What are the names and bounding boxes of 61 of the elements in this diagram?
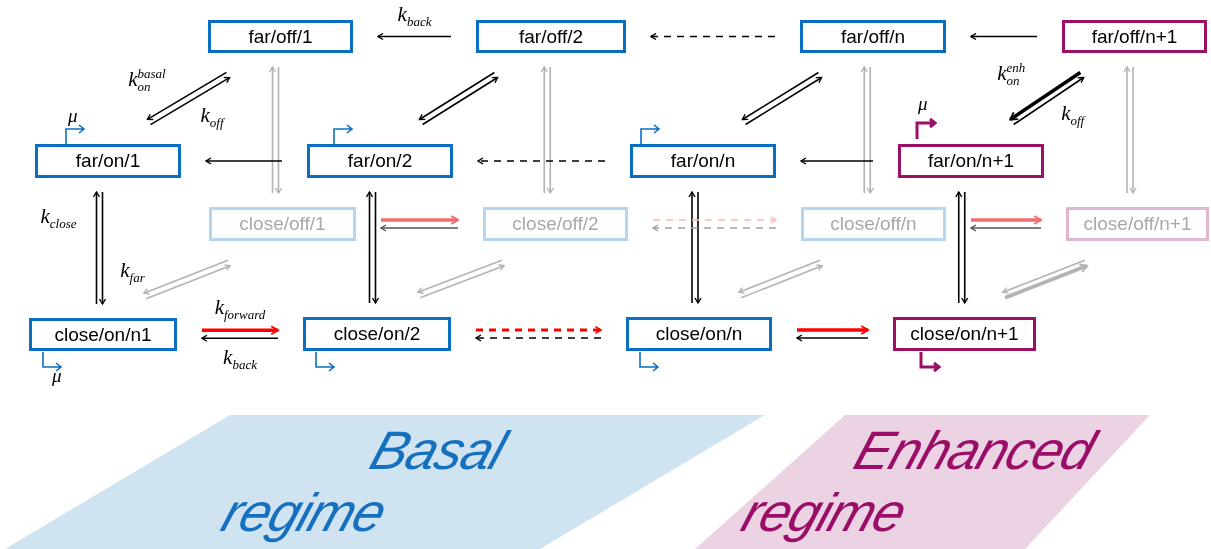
arrow	[955, 191, 963, 304]
state-box: close/off/n+1	[1066, 207, 1209, 241]
arrow	[652, 224, 777, 232]
state-box: close/on/n1	[29, 318, 177, 351]
arrow	[205, 157, 283, 165]
arrow	[860, 66, 868, 194]
state-box: far/on/n	[630, 144, 776, 178]
arrow	[475, 334, 602, 342]
state-box: far/on/2	[307, 144, 453, 178]
rate-symbol: μ	[52, 366, 62, 385]
state-box: close/on/n	[626, 317, 772, 351]
arrow	[268, 66, 277, 194]
arrow	[971, 215, 1042, 225]
arrow	[866, 66, 874, 194]
arrow	[476, 325, 602, 335]
arrow	[371, 191, 380, 304]
arrow	[1002, 259, 1086, 294]
arrow	[796, 334, 869, 342]
state-box: close/on/n+1	[893, 317, 1036, 351]
state-box: far/on/n+1	[898, 144, 1044, 178]
state-box: close/off/1	[209, 207, 356, 241]
state-box: far/off/n+1	[1062, 20, 1207, 53]
arrow	[201, 334, 279, 342]
arrow	[1004, 263, 1089, 300]
regime-label: Basal regime	[214, 419, 514, 543]
arrow	[650, 32, 776, 41]
arrow	[688, 191, 696, 304]
arrow	[1123, 66, 1131, 194]
arrow	[477, 157, 606, 165]
regime-label: Enhanced regime	[734, 419, 1104, 543]
rate-symbol: μ	[918, 94, 928, 113]
state-box: close/off/n	[801, 207, 946, 241]
arrow	[970, 224, 1042, 232]
regime-band	[695, 415, 1150, 549]
arrow	[1129, 66, 1137, 194]
arrow	[694, 191, 702, 304]
arrow	[546, 66, 554, 194]
arrow	[98, 191, 107, 305]
state-box: close/on/2	[303, 317, 451, 351]
arrow	[365, 191, 374, 304]
arrow	[961, 191, 969, 304]
arrow	[274, 66, 283, 194]
rate-symbol: μ	[68, 106, 78, 125]
rate-label: k$_{off}$	[199, 105, 225, 130]
state-box: far/on/1	[35, 144, 181, 178]
arrow	[380, 224, 459, 232]
arrow	[970, 32, 1038, 41]
arrow	[540, 66, 548, 194]
state-box: close/off/2	[483, 207, 628, 241]
arrow	[800, 157, 874, 165]
arrow	[652, 216, 777, 224]
arrow	[381, 215, 459, 225]
arrow	[797, 325, 869, 335]
state-box: far/off/1	[208, 20, 353, 53]
rate-label: k$_{back}$	[222, 347, 258, 372]
state-box: far/off/n	[800, 20, 946, 53]
rate-label: k$_{forward}$	[213, 297, 267, 322]
arrow	[92, 191, 101, 305]
arrow	[377, 32, 452, 41]
state-box: far/off/2	[476, 20, 626, 53]
arrow	[202, 325, 279, 336]
